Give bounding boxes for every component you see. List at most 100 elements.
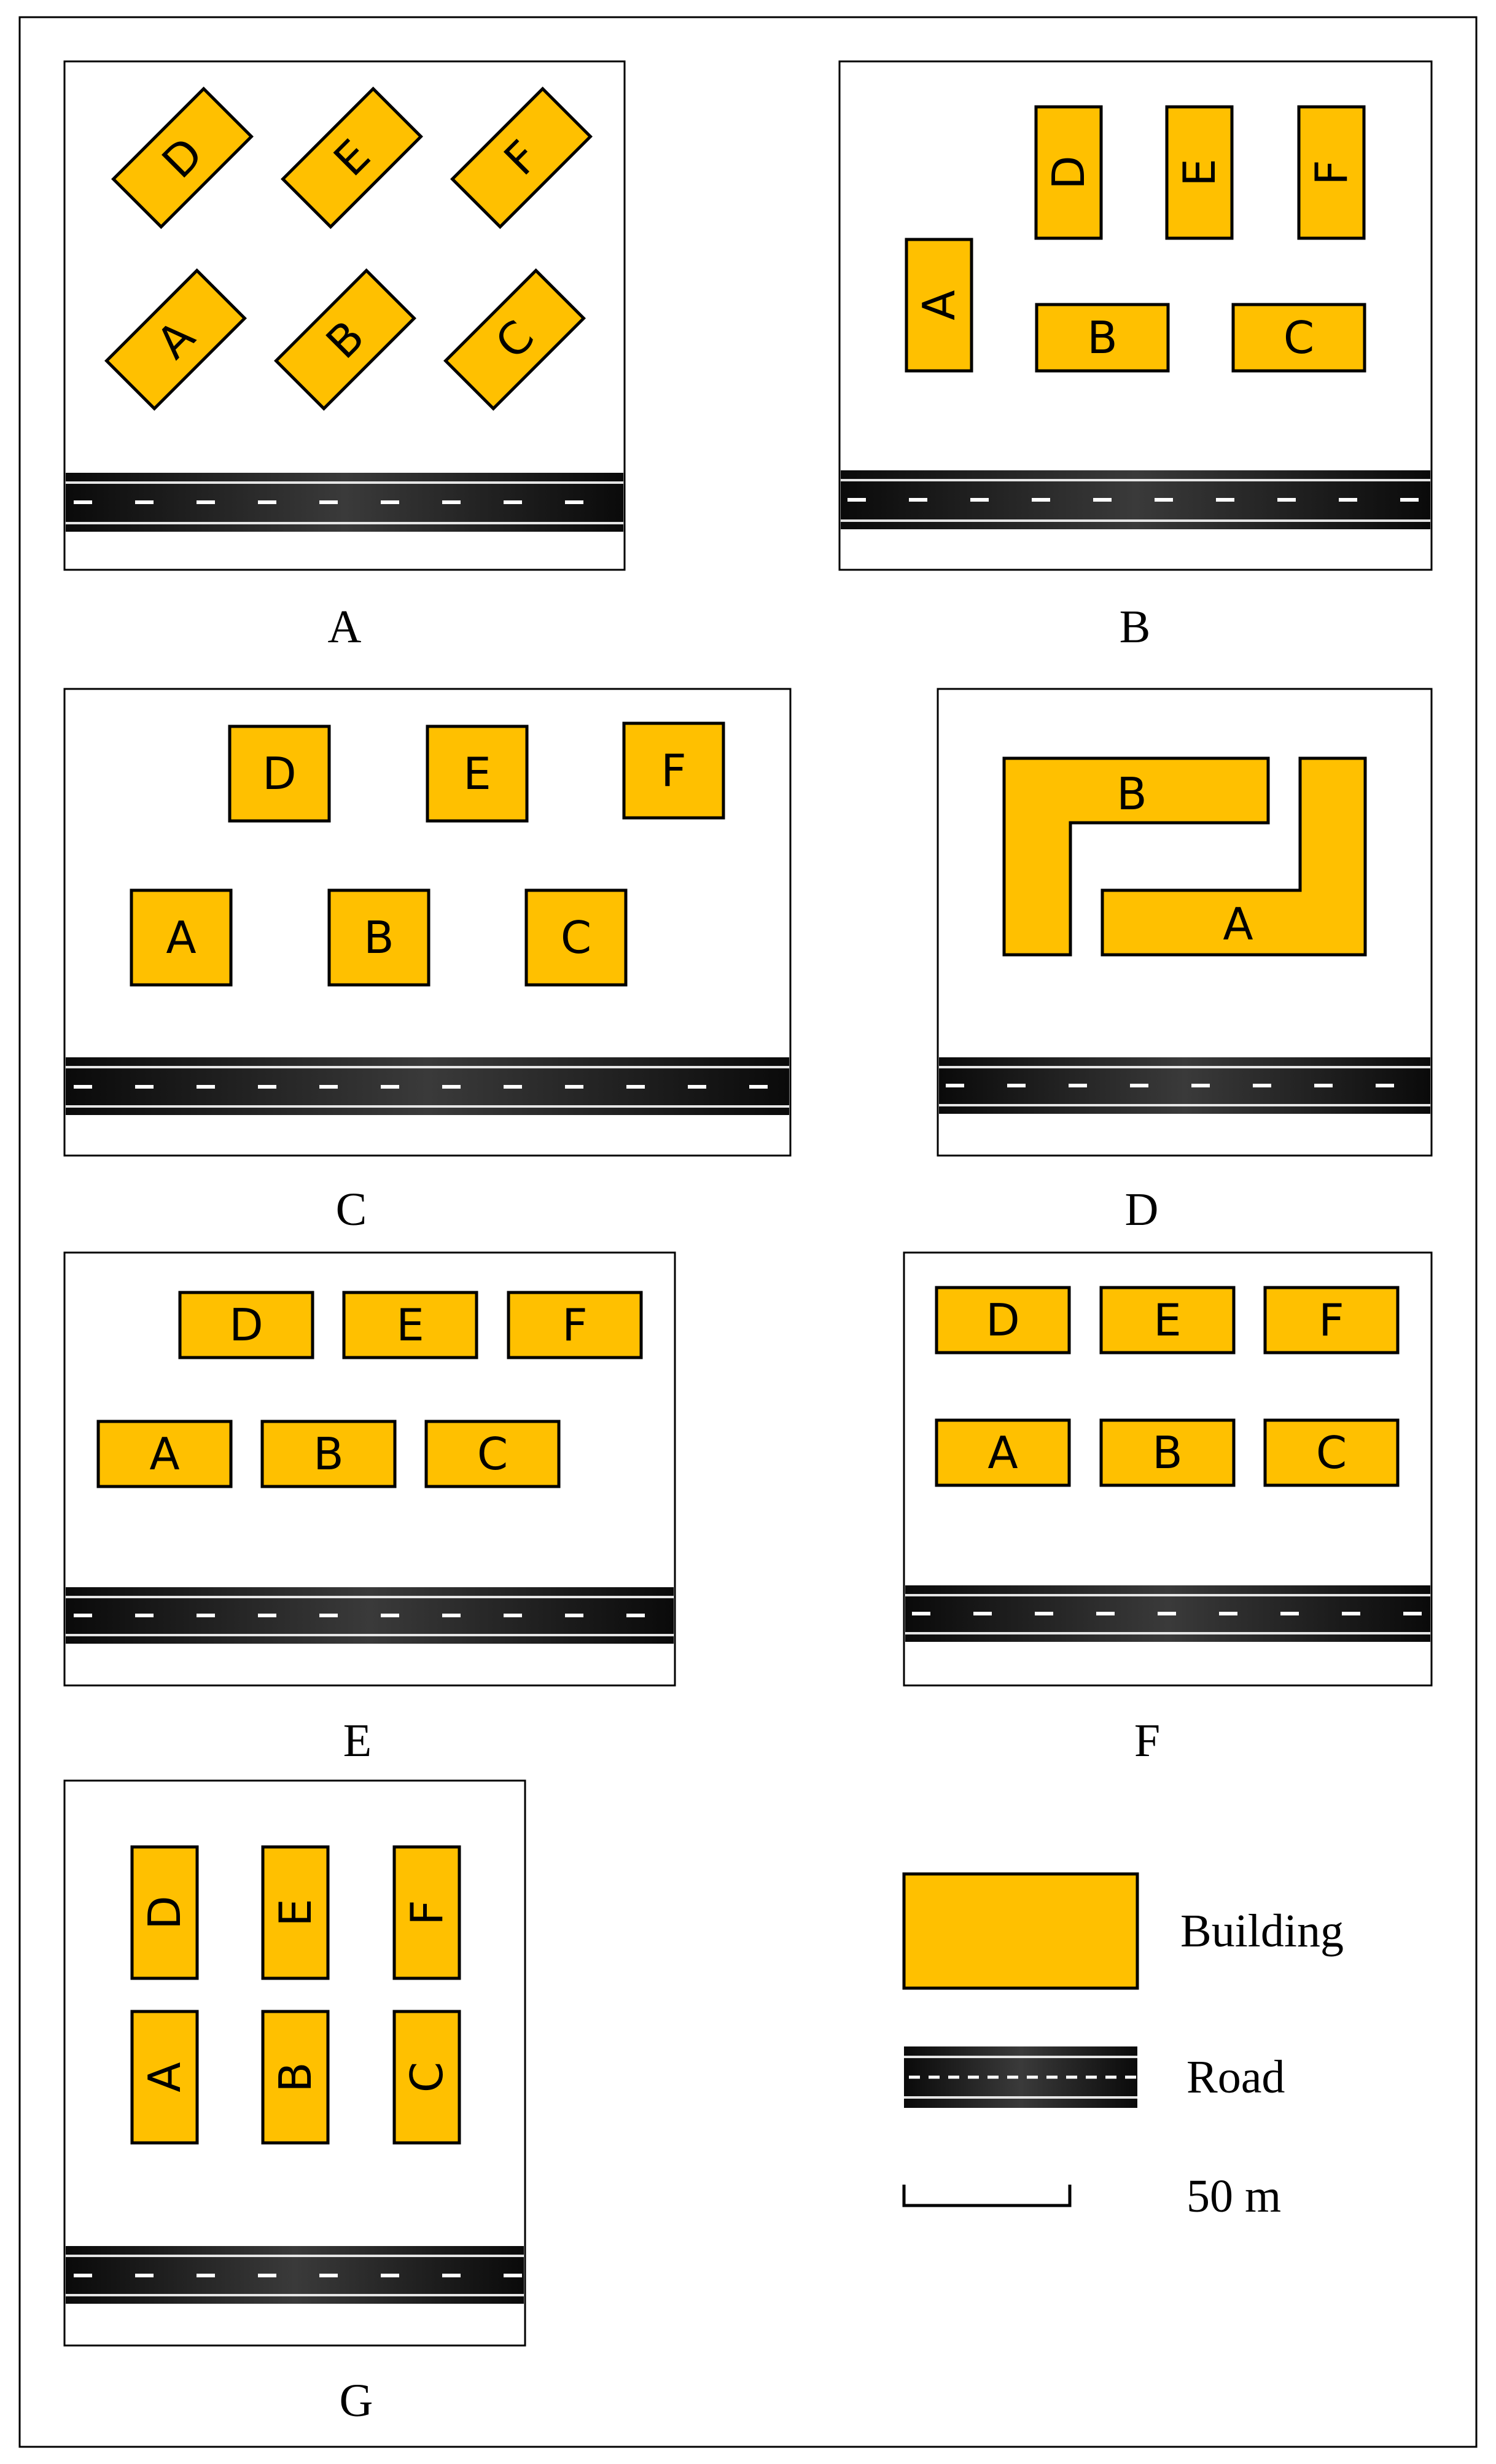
building-c: C [524,888,628,987]
building-label: C [561,912,591,963]
legend-scale-label: 50 m [1186,2171,1281,2222]
building-e: E [1165,105,1234,240]
road [905,1585,1430,1642]
road [66,473,623,532]
building-label: A [1223,898,1253,950]
panel-f: D E F A B C F [903,1251,1433,1766]
building-label: B [270,2062,321,2092]
legend-building-swatch [902,1872,1139,1990]
building-d: D [111,87,254,229]
road [841,470,1430,529]
building-label: C [477,1428,508,1480]
scale-bar [902,2185,1072,2207]
building-label: D [229,1299,263,1351]
building-b: B [274,268,416,411]
outer-frame [18,16,1478,2448]
building-a: A [130,2010,199,2145]
building-label: A [139,2062,190,2092]
building-d: D [935,1286,1071,1354]
building-label: B [313,1428,343,1480]
building-label: D [986,1294,1019,1346]
road [66,2246,524,2304]
legend-road-label: Road [1186,2051,1285,2103]
building-a: A [104,268,247,411]
building-label: A [988,1427,1018,1479]
panel-caption: G [340,2375,373,2427]
building-label: B [1087,312,1117,363]
building-f: F [450,87,593,229]
panel-a: D E F A B C A [63,60,626,653]
building-label: B [1116,768,1147,820]
building-label: C [401,2062,453,2093]
building-a: A [96,1420,233,1488]
panel-caption: B [1120,601,1151,653]
building-label: B [1152,1427,1182,1479]
panel-caption: E [343,1715,372,1766]
building-c: C [392,2010,461,2145]
panel-caption: A [328,601,362,653]
building-a: A [905,238,973,373]
panel-d: B A D [937,688,1433,1235]
building-label: F [661,745,686,796]
building-e: E [261,1845,330,1980]
legend-building-label: Building [1180,1905,1344,1957]
building-label: D [1043,155,1094,189]
building-label: F [401,1900,453,1925]
building-b: B [1035,303,1170,373]
building-d: D [228,725,331,823]
building-label: A [913,290,965,320]
building-label: A [149,1428,179,1480]
panel-b: D E F A B C B [838,60,1433,653]
building-label: E [1153,1294,1182,1346]
building-label: A [166,912,196,963]
building-f: F [507,1291,643,1359]
road [939,1057,1430,1114]
panel-caption: C [336,1184,367,1235]
building-label: C [1316,1427,1347,1479]
building-a: A [130,888,233,987]
building-a: A [1101,756,1367,957]
building-label: F [1306,160,1357,185]
building-e: E [342,1291,478,1359]
building-b: B [1099,1418,1236,1487]
building-f: F [1297,105,1366,240]
building-b: B [1002,756,1270,957]
panel-c: D E F A B C C [63,688,792,1235]
building-b: B [260,1420,397,1488]
building-b: B [261,2010,330,2145]
building-label: C [1284,312,1314,363]
building-f: F [1263,1286,1400,1354]
building-e: E [281,87,423,229]
panel-caption: D [1125,1184,1159,1235]
building-c: C [1263,1418,1400,1487]
building-f: F [392,1845,461,1980]
building-label: E [396,1299,424,1351]
building-label: E [1174,158,1225,187]
building-label: B [364,912,394,963]
road [66,1587,674,1644]
building-label: F [562,1299,587,1351]
building-label: E [270,1899,321,1927]
building-label: D [262,748,296,799]
building-b: B [327,888,430,987]
building-c: C [424,1420,561,1488]
building-label: D [139,1895,190,1929]
building-label: E [463,748,491,799]
building-d: D [130,1845,199,1980]
legend: Building Road 50 m [902,1872,1344,2222]
building-e: E [1099,1286,1236,1354]
building-c: C [443,268,586,411]
panel-e: D E F A B C E [63,1251,676,1766]
building-e: E [426,725,529,823]
building-d: D [1034,105,1103,240]
building-label: F [1319,1294,1344,1346]
panel-g: D E F A B C G [63,1779,526,2427]
building-d: D [178,1291,314,1359]
road [66,1057,789,1115]
building-f: F [622,721,725,820]
building-a: A [935,1418,1071,1487]
panel-caption: F [1134,1715,1160,1766]
building-c: C [1231,303,1366,373]
legend-road-swatch [904,2046,1137,2108]
